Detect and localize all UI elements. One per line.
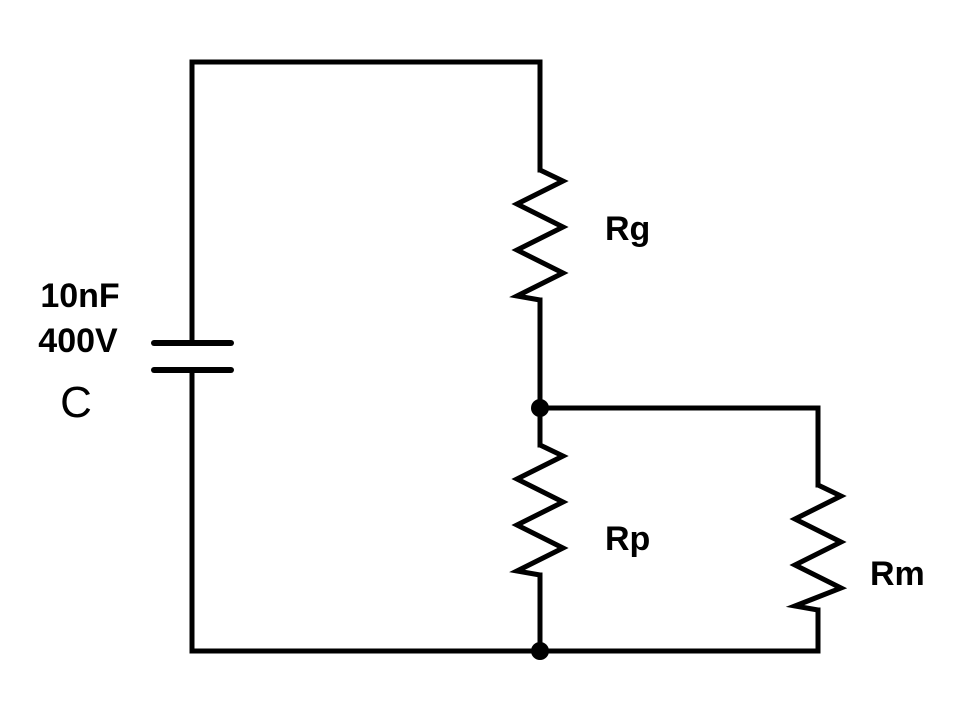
rm-branch-bottom-wire [537,607,821,654]
resistor-rm-label: Rm [870,555,925,593]
bottom-left-wire [189,367,543,654]
resistor-rg-label: Rg [605,210,650,248]
rm-branch-top-wire [537,405,821,488]
resistor-rg-symbol [509,167,569,303]
capacitor-name-label: C [60,378,92,427]
capacitor-capacitance-label: 10nF [40,277,119,315]
resistor-rm-symbol [785,482,848,613]
wires [189,59,821,654]
top-wire [189,59,543,345]
capacitor-symbol [151,340,234,373]
resistor-rp-symbol [509,442,569,578]
resistor-rp-label: Rp [605,520,650,558]
junction-dot-middle [531,399,549,417]
junction-dot-bottom [531,642,549,660]
capacitor-voltage-label: 400V [38,322,118,360]
